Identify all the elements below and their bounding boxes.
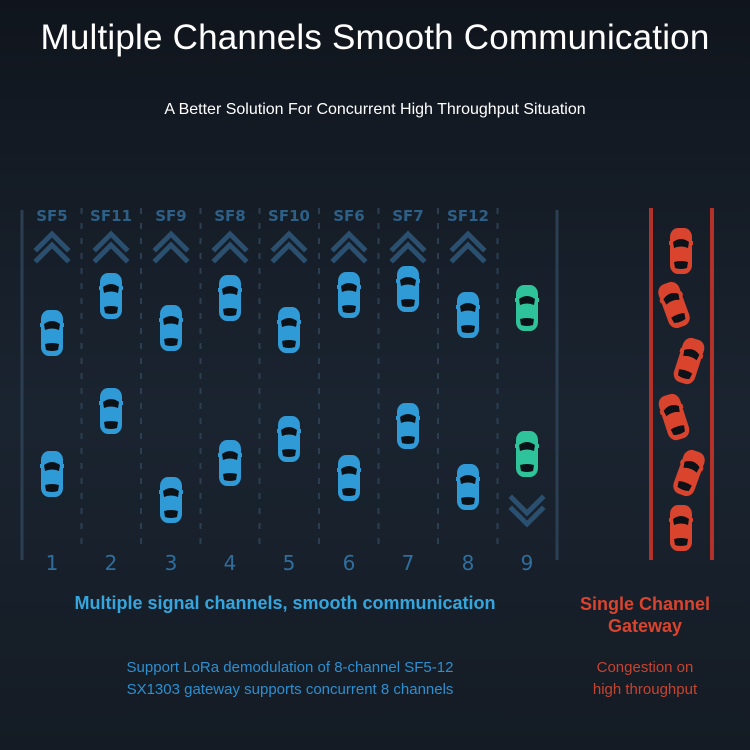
car-icon: [655, 391, 693, 443]
double-chevron-up-icon: [33, 230, 71, 264]
lane-sf-label: SF8: [214, 207, 246, 225]
lane-number: 3: [165, 551, 178, 575]
lane-number: 9: [521, 551, 534, 575]
lane-number: 7: [402, 551, 415, 575]
lane-number: 8: [462, 551, 475, 575]
lane-sf-label: SF5: [36, 207, 68, 225]
car-icon: [515, 285, 539, 331]
car-icon: [669, 505, 693, 551]
double-chevron-up-icon: [270, 230, 308, 264]
double-chevron-up-icon: [449, 230, 487, 264]
double-chevron-up-icon: [330, 230, 368, 264]
car-icon: [337, 455, 361, 501]
congestion-line-1: Congestion on: [596, 659, 694, 676]
car-icon: [337, 272, 361, 318]
single-channel-caption-line2: Gateway: [607, 616, 683, 636]
double-chevron-up-icon: [152, 230, 190, 264]
double-chevron-down-icon: [508, 494, 546, 528]
car-icon: [99, 273, 123, 319]
lane-sf-label: SF12: [447, 207, 489, 225]
car-icon: [456, 464, 480, 510]
car-icon: [218, 275, 242, 321]
car-icon: [669, 447, 709, 499]
congestion-line-2: high throughput: [592, 681, 698, 698]
double-chevron-up-icon: [389, 230, 427, 264]
car-icon: [159, 477, 183, 523]
car-icon: [99, 388, 123, 434]
car-icon: [159, 305, 183, 351]
double-chevron-up-icon: [92, 230, 130, 264]
page-title: Multiple Channels Smooth Communication: [40, 18, 710, 57]
car-icon: [218, 440, 242, 486]
car-icon: [396, 266, 420, 312]
lane-number: 5: [283, 551, 296, 575]
support-line-2: SX1303 gateway supports concurrent 8 cha…: [126, 681, 454, 698]
multi-channel-caption: Multiple signal channels, smooth communi…: [74, 593, 496, 613]
lane-number: 1: [46, 551, 59, 575]
car-icon: [396, 403, 420, 449]
lane-sf-label: SF11: [90, 207, 132, 225]
car-icon: [456, 292, 480, 338]
car-icon: [277, 307, 301, 353]
car-icon: [669, 228, 693, 274]
double-chevron-up-icon: [211, 230, 249, 264]
lane-number: 6: [343, 551, 356, 575]
lane-sf-label: SF9: [155, 207, 187, 225]
car-icon: [40, 310, 64, 356]
lane-number: 4: [224, 551, 237, 575]
car-icon: [670, 335, 708, 387]
car-icon: [654, 279, 694, 331]
lane-sf-label: SF10: [268, 207, 310, 225]
car-icon: [277, 416, 301, 462]
single-channel-caption: Single Channel Gateway: [560, 593, 730, 637]
support-description: Support LoRa demodulation of 8-channel S…: [40, 657, 540, 701]
car-icon: [40, 451, 64, 497]
car-icon: [515, 431, 539, 477]
lane-sf-label: SF7: [392, 207, 424, 225]
lane-number: 2: [105, 551, 118, 575]
single-channel-caption-line1: Single Channel: [579, 594, 711, 614]
page-subtitle: A Better Solution For Concurrent High Th…: [164, 101, 586, 118]
lane-sf-label: SF6: [333, 207, 365, 225]
congestion-description: Congestion on high throughput: [560, 657, 730, 701]
support-line-1: Support LoRa demodulation of 8-channel S…: [126, 659, 454, 676]
